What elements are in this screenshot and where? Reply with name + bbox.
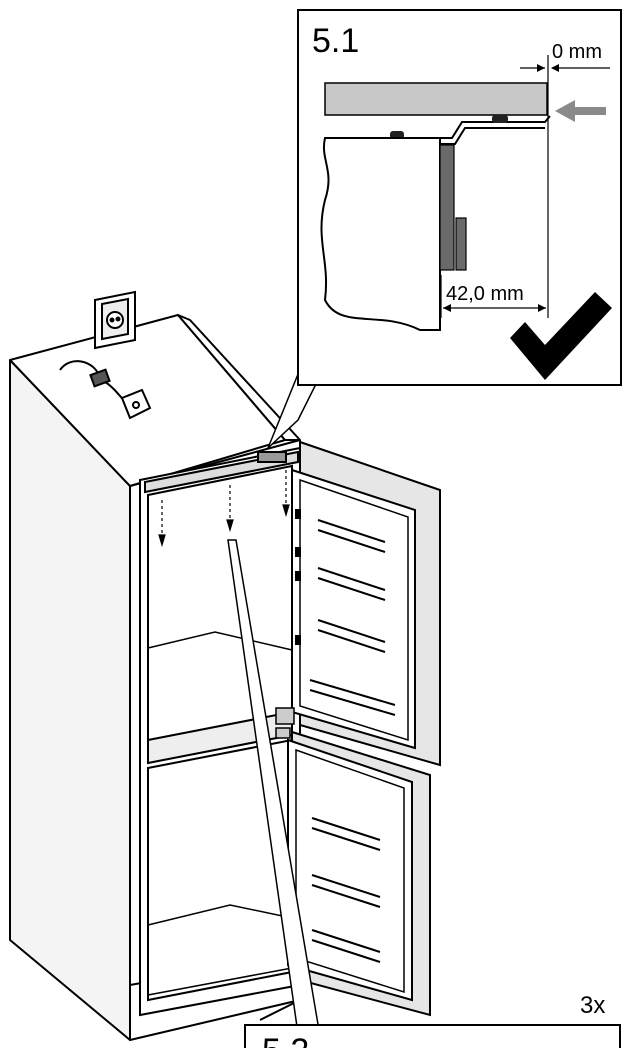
gap-dimension-label: 0 mm	[552, 41, 602, 63]
quantity-label: 3x	[580, 992, 605, 1019]
next-step-number: 5.2	[262, 1032, 309, 1048]
detail-box-5-2	[244, 1024, 621, 1048]
detail-box-5-1	[297, 9, 622, 386]
upper-door	[291, 440, 441, 767]
screw-icons	[158, 470, 290, 548]
offset-dimension-label: 42,0 mm	[446, 283, 524, 305]
top-mounting-rail	[144, 450, 299, 494]
step-number: 5.1	[312, 22, 359, 60]
callout-pointer-lower	[227, 539, 323, 1048]
door-panel-section	[439, 144, 455, 271]
power-plug-icon	[59, 360, 152, 420]
lower-door	[287, 730, 431, 1017]
worktop-section	[324, 82, 548, 116]
fridge-top-section	[320, 137, 441, 331]
fridge-upper-compartment	[147, 464, 293, 754]
wall-socket-icon	[94, 290, 136, 350]
push-arrow-icon	[555, 100, 606, 122]
door-hinge	[275, 707, 295, 739]
check-mark-icon	[510, 292, 612, 380]
kitchen-cabinet	[9, 314, 301, 1041]
